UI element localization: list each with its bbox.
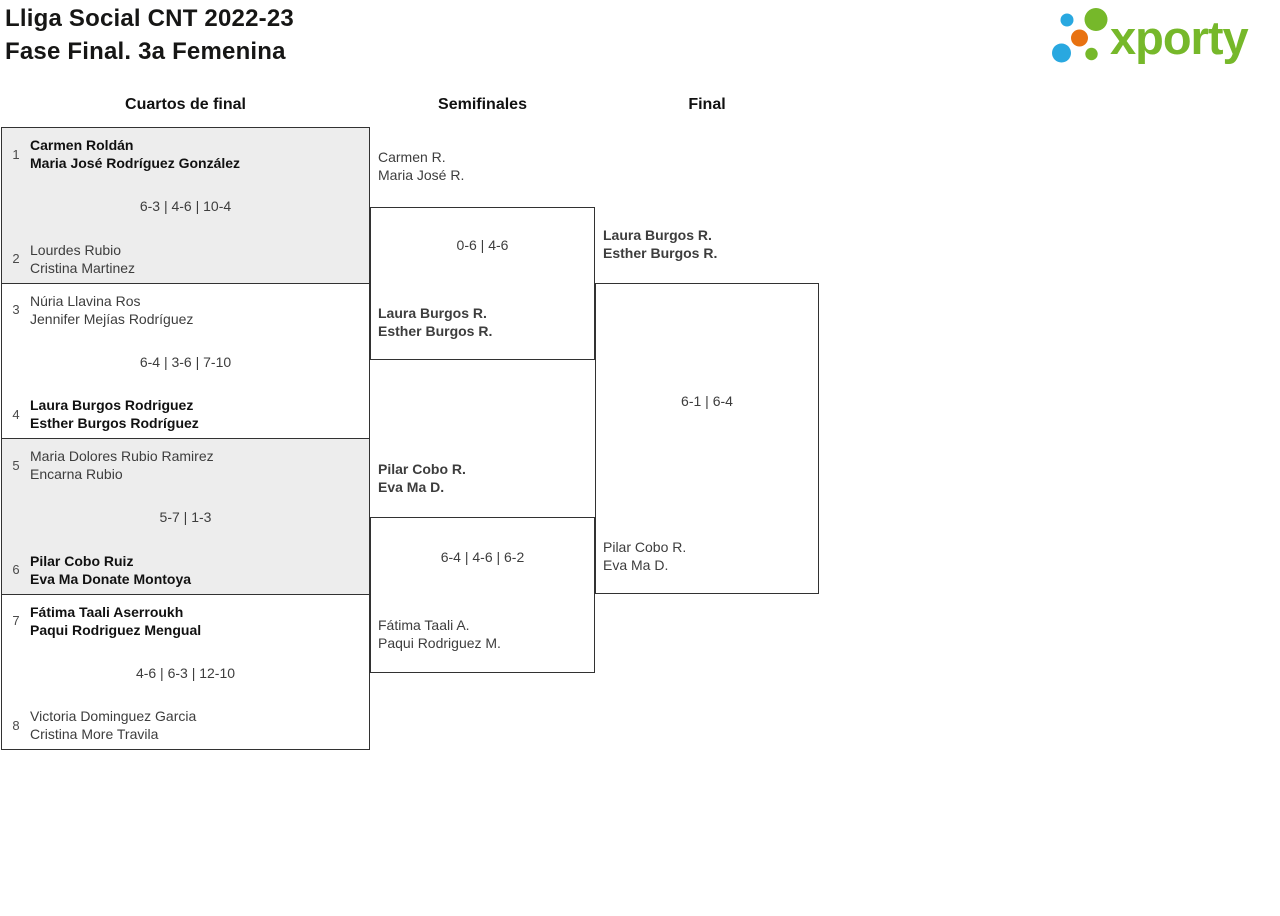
semifinal-2-score: 6-4 | 4-6 | 6-2: [440, 549, 525, 565]
player-name: Paqui Rodriguez Mengual: [30, 621, 202, 638]
semifinal-2-top-team: Pilar Cobo R. Eva Ma D.: [378, 460, 588, 496]
player-name: Eva Ma D.: [603, 557, 669, 573]
xporty-logo-dots-icon: [1052, 8, 1108, 63]
xporty-logo-text: xporty: [1110, 11, 1249, 64]
player-name: Laura Burgos Rodriguez: [30, 397, 194, 413]
seed-number: 3: [12, 302, 20, 317]
player-name: Maria José Rodríguez González: [30, 155, 241, 171]
player-name: Victoria Dominguez Garcia: [30, 708, 197, 724]
player-name: Encarna Rubio: [30, 466, 123, 482]
seed-number: 1: [12, 146, 20, 162]
quarterfinal-match-3: 5 Maria Dolores Rubio Ramirez Encarna Ru…: [2, 439, 369, 595]
player-name: Paqui Rodriguez M.: [378, 635, 501, 651]
round-header-cuartos: Cuartos de final: [125, 96, 246, 113]
match-score: 5-7 | 1-3: [159, 509, 212, 526]
player-name: Carmen Roldán: [30, 137, 134, 153]
player-name: Pilar Cobo Ruiz: [30, 552, 134, 569]
quarterfinal-match-2: 3 Núria Llavina Ros Jennifer Mejías Rodr…: [2, 283, 369, 439]
player-name: Lourdes Rubio: [30, 241, 122, 258]
team-slot: 8 Victoria Dominguez Garcia Cristina Mor…: [2, 707, 369, 743]
player-name: Maria José R.: [378, 167, 465, 183]
player-name: Fátima Taali Aserroukh: [30, 603, 184, 620]
match-score: 6-4 | 3-6 | 7-10: [139, 353, 232, 370]
team-names: Pilar Cobo Ruiz Eva Ma Donate Montoya: [30, 552, 369, 588]
player-name: Pilar Cobo R.: [378, 461, 466, 477]
team-slot: 4 Laura Burgos Rodriguez Esther Burgos R…: [2, 396, 369, 432]
player-name: Laura Burgos R.: [378, 305, 487, 321]
team-slot: 5 Maria Dolores Rubio Ramirez Encarna Ru…: [2, 447, 369, 483]
round-header-semifinales: Semifinales: [438, 96, 527, 113]
round-header-final: Final: [688, 96, 726, 113]
xporty-logo: xporty: [1052, 8, 1250, 64]
match-score: 4-6 | 6-3 | 12-10: [135, 664, 236, 681]
team-names: Victoria Dominguez Garcia Cristina More …: [30, 707, 369, 743]
team-slot: 6 Pilar Cobo Ruiz Eva Ma Donate Montoya: [2, 552, 369, 588]
seed-number: 4: [12, 406, 20, 422]
seed-number: 6: [12, 562, 20, 577]
final-score: 6-1 | 6-4: [681, 393, 733, 409]
seed-number: 8: [12, 717, 20, 733]
team-names: Carmen Roldán Maria José Rodríguez Gonzá…: [30, 136, 369, 172]
page-title-line2: Fase Final. 3a Femenina: [5, 38, 286, 65]
final-box: [595, 283, 819, 594]
page-title-line1: Lliga Social CNT 2022-23: [5, 5, 294, 32]
seed-number: 7: [12, 613, 20, 628]
team-names: Maria Dolores Rubio Ramirez Encarna Rubi…: [30, 447, 369, 483]
team-names: Núria Llavina Ros Jennifer Mejías Rodríg…: [30, 292, 369, 328]
player-name: Carmen R.: [378, 149, 446, 165]
player-name: Núria Llavina Ros: [30, 292, 141, 309]
player-name: Maria Dolores Rubio Ramirez: [30, 448, 214, 464]
team-slot: 2 Lourdes Rubio Cristina Martinez: [2, 241, 369, 277]
team-slot: 3 Núria Llavina Ros Jennifer Mejías Rodr…: [2, 292, 369, 328]
player-name: Pilar Cobo R.: [603, 539, 687, 555]
player-name: Cristina Martinez: [30, 259, 136, 276]
seed-number: 5: [12, 457, 20, 473]
final-top-team: Laura Burgos R. Esther Burgos R.: [603, 226, 813, 262]
player-name: Esther Burgos R.: [603, 245, 718, 261]
quarterfinal-match-1: 1 Carmen Roldán Maria José Rodríguez Gon…: [2, 128, 369, 284]
match-score: 6-3 | 4-6 | 10-4: [139, 198, 232, 215]
player-name: Esther Burgos Rodríguez: [30, 415, 199, 431]
team-names: Fátima Taali Aserroukh Paqui Rodriguez M…: [30, 603, 369, 639]
semifinal-2-box: [370, 517, 595, 673]
player-name: Fátima Taali A.: [378, 617, 470, 633]
seed-number: 2: [12, 251, 20, 266]
quarterfinal-match-4: 7 Fátima Taali Aserroukh Paqui Rodriguez…: [2, 594, 369, 749]
player-name: Eva Ma D.: [378, 479, 445, 495]
semifinal-1-bottom-team: Laura Burgos R. Esther Burgos R.: [378, 304, 588, 340]
semifinal-1-box: [370, 207, 595, 360]
team-names: Lourdes Rubio Cristina Martinez: [30, 241, 369, 277]
player-name: Laura Burgos R.: [603, 227, 712, 243]
player-name: Esther Burgos R.: [378, 323, 493, 339]
team-names: Laura Burgos Rodriguez Esther Burgos Rod…: [30, 396, 369, 432]
player-name: Cristina More Travila: [30, 726, 159, 742]
page-title: Lliga Social CNT 2022-23 Fase Final. 3a …: [5, 2, 294, 68]
team-slot: 7 Fátima Taali Aserroukh Paqui Rodriguez…: [2, 603, 369, 639]
team-slot: 1 Carmen Roldán Maria José Rodríguez Gon…: [2, 136, 369, 172]
semifinal-1-top-team: Carmen R. Maria José R.: [378, 148, 588, 184]
final-bottom-team: Pilar Cobo R. Eva Ma D.: [603, 538, 813, 574]
player-name: Jennifer Mejías Rodríguez: [30, 310, 194, 327]
quarterfinals-column: 1 Carmen Roldán Maria José Rodríguez Gon…: [1, 127, 370, 750]
semifinal-2-bottom-team: Fátima Taali A. Paqui Rodriguez M.: [378, 616, 588, 652]
player-name: Eva Ma Donate Montoya: [30, 570, 192, 587]
semifinal-1-score: 0-6 | 4-6: [456, 237, 509, 253]
